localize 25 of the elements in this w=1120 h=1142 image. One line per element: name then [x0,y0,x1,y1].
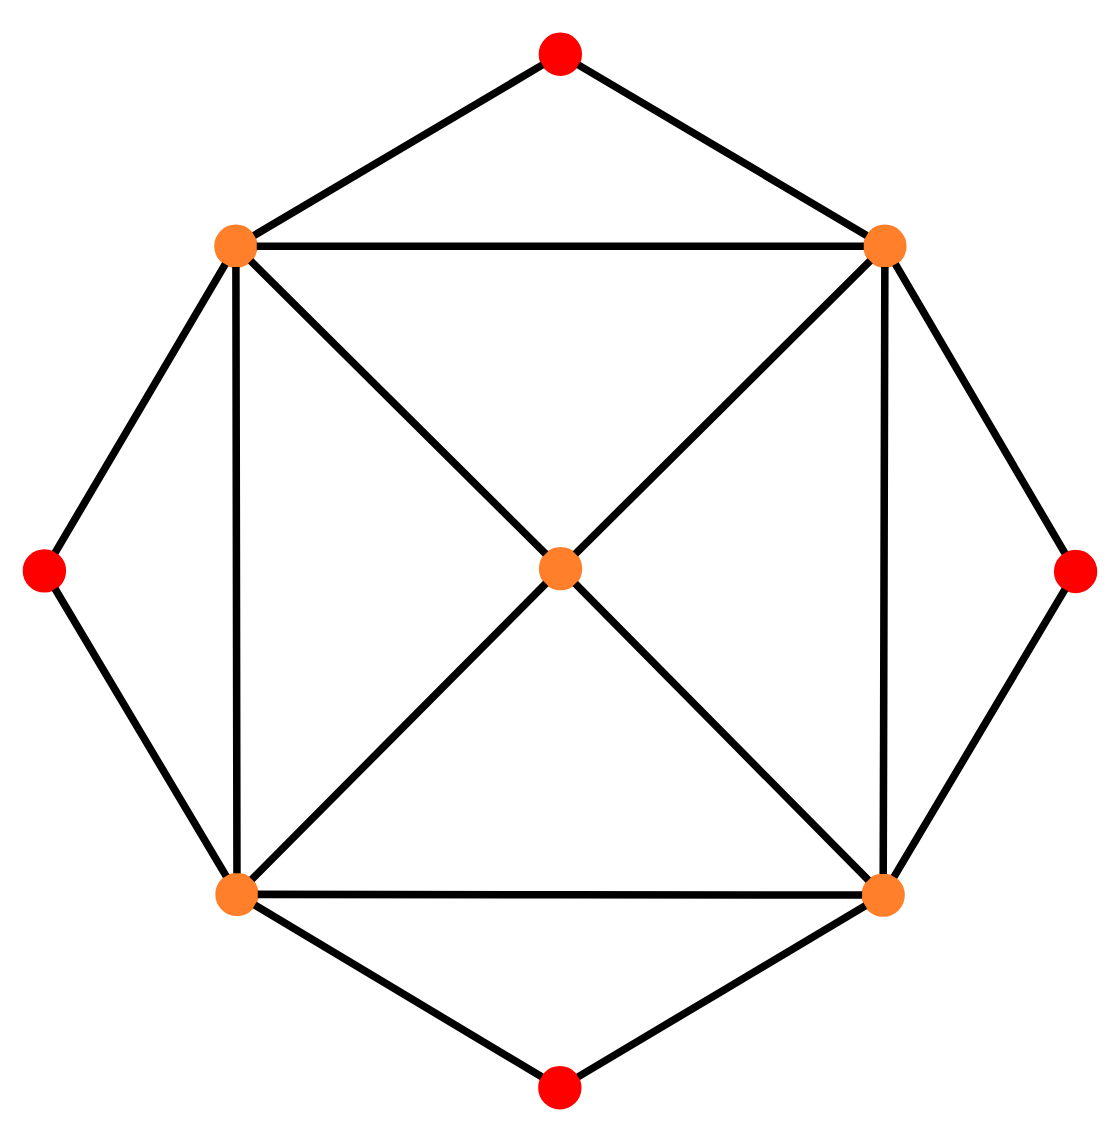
connector [257,890,863,899]
node-circle [538,547,583,591]
connector [890,587,1069,879]
connector [249,580,549,883]
connector [572,258,873,557]
connector [252,61,545,239]
node-circle [1053,549,1098,594]
connector [51,586,230,879]
connector [51,262,229,555]
connector [232,267,241,874]
node-circle [538,32,583,76]
node-circle [861,873,905,917]
node-circle [863,224,907,268]
connector [572,580,872,883]
connector [248,258,549,557]
node-circle [538,1066,582,1110]
connector [256,242,864,250]
node-circle [214,224,258,268]
connector [892,262,1069,556]
node-circle [215,872,259,917]
node-circle [22,549,67,593]
connector [576,61,869,239]
connector [576,902,868,1081]
connector [879,267,889,874]
connector [252,901,544,1081]
